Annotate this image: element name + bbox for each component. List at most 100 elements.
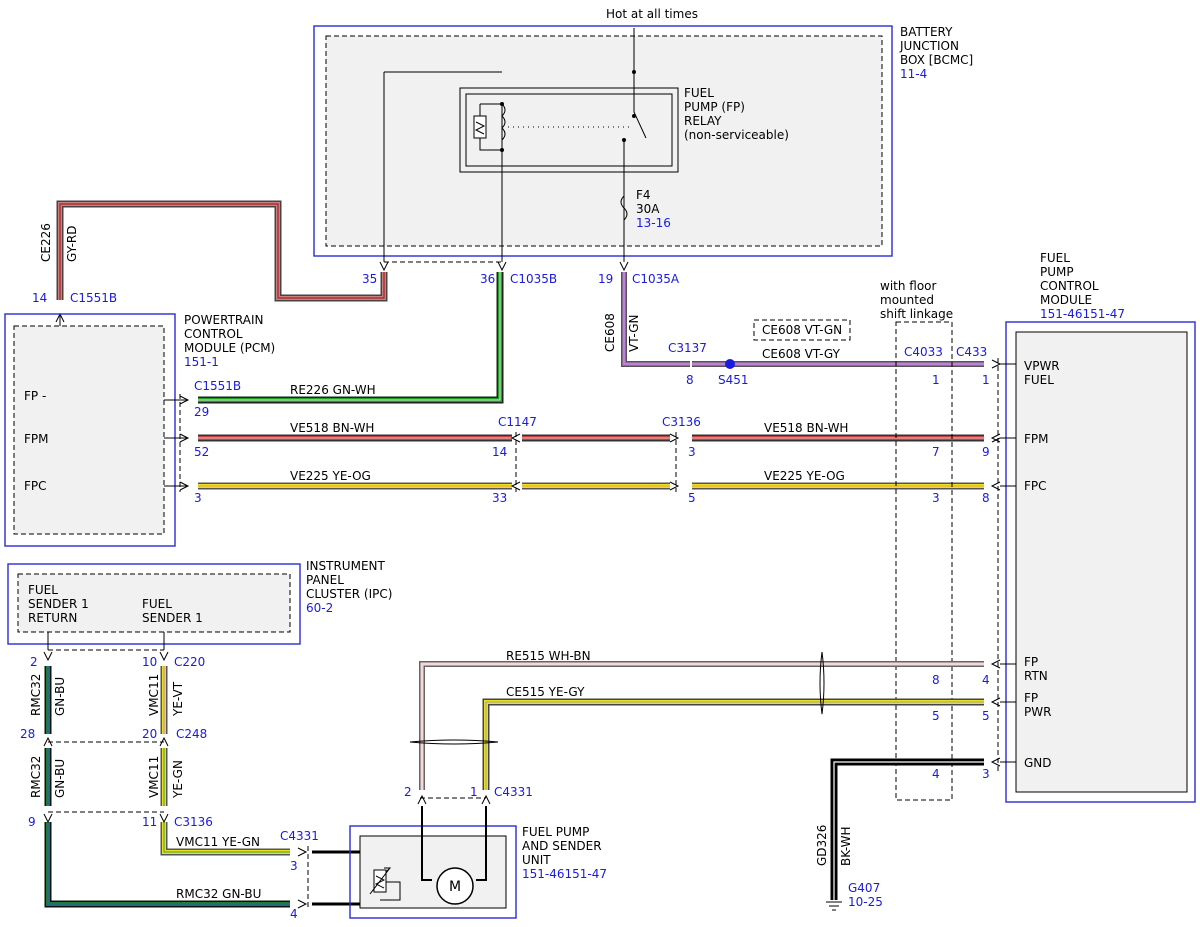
ipc-snd-1: FUEL — [142, 597, 172, 611]
wire-ce226 — [56, 200, 388, 302]
coil-feed-wires — [383, 71, 503, 262]
pin-29: 29 — [194, 405, 209, 419]
splice-s451: S451 — [718, 373, 749, 387]
ipc-snd-2: SENDER 1 — [142, 611, 203, 625]
wire-gnbu-b: GN-BU — [53, 759, 67, 798]
wire-bk-wh-label: BK-WH — [839, 826, 853, 866]
fpcm-pin-fprtn-1: FP — [1024, 655, 1038, 669]
pin-4-c4033: 4 — [932, 767, 940, 781]
ground-name: G407 — [848, 881, 880, 895]
c433-arrows — [990, 359, 1002, 767]
ipc-ret-3: RETURN — [28, 611, 77, 625]
pin-2-c220: 2 — [30, 655, 38, 669]
pin-9-c433: 9 — [982, 445, 990, 459]
wire-ce608-h-label: CE608 VT-GY — [762, 347, 841, 361]
pin-36: 36 — [480, 272, 495, 286]
pin-14-top: 14 — [32, 291, 47, 305]
fpcm-pin-vpwr-2: FUEL — [1024, 373, 1054, 387]
pin-33: 33 — [492, 491, 507, 505]
floor-linkage-box — [895, 321, 953, 801]
wire-vmc11-a: VMC11 — [147, 674, 161, 716]
fpcm-pin-gnd: GND — [1024, 756, 1052, 770]
relay-switch-icon — [622, 28, 647, 262]
pin-5-c4033: 5 — [932, 709, 940, 723]
bjb-dashed-border — [325, 35, 883, 247]
pcm-outline — [4, 313, 176, 547]
ipc-connector-arrows — [43, 651, 169, 824]
connector-c4331-left: C4331 — [280, 829, 319, 843]
pcm-pin-leads — [164, 399, 188, 487]
ground-icon — [826, 901, 842, 911]
fpcm-pin-fppwr-2: PWR — [1024, 705, 1051, 719]
pcm-title-1: POWERTRAIN — [184, 313, 264, 327]
bjb-title-3: BOX [BCMC] — [900, 53, 973, 67]
ipc-connector-dashes — [48, 649, 164, 813]
pin-3-c3136: 3 — [688, 445, 696, 459]
fpcm-fill — [1015, 331, 1188, 793]
pin-28: 28 — [20, 727, 35, 741]
pin-1-c4033: 1 — [932, 373, 940, 387]
ipc-title-2: PANEL — [306, 573, 344, 587]
fpcm-outline — [1005, 321, 1196, 803]
sender-title-3: UNIT — [522, 853, 551, 867]
relay-inner — [465, 93, 673, 167]
bjb-pin-arrows — [379, 261, 629, 272]
pcm-title-2: CONTROL — [184, 327, 243, 341]
pump-motor-icon: M — [436, 867, 474, 905]
pcm-dashed-border — [13, 325, 165, 535]
pcm-pin-fp-minus: FP - — [24, 389, 46, 403]
fpcm-pin-vpwr-1: VPWR — [1024, 359, 1060, 373]
pcm-top-arrow — [55, 312, 65, 326]
fpcm-pin-fpm: FPM — [1024, 432, 1049, 446]
splice-s451-dot — [725, 359, 735, 369]
pump-leads — [421, 806, 487, 881]
connector-c220: C220 — [174, 655, 205, 669]
fpcm-pin-fppwr-1: FP — [1024, 691, 1038, 705]
ground-ref: 10-25 — [848, 895, 883, 909]
bjb-title-2: JUNCTION — [899, 39, 959, 53]
connector-c3136-top: C3136 — [662, 415, 701, 429]
ipc-title-1: INSTRUMENT — [306, 559, 385, 573]
bjb-title-1: BATTERY — [900, 25, 953, 39]
wire-ve225-right-label: VE225 YE-OG — [764, 469, 845, 483]
wire-vmc11-h: VMC11 YE-GN — [176, 835, 260, 849]
bjb-outline — [313, 25, 893, 257]
pin-35: 35 — [362, 272, 377, 286]
pin-4-c4331: 4 — [290, 907, 298, 921]
fpcm-pin-leads — [1000, 363, 1016, 763]
connector-c1035a: C1035A — [632, 272, 680, 286]
c4331-right-arrows — [417, 794, 491, 805]
pin-19: 19 — [598, 272, 613, 286]
fuse-rating: 30A — [636, 202, 660, 216]
pin-52: 52 — [194, 445, 209, 459]
motor-label: M — [449, 879, 461, 895]
wire-vt-gn-vert-label: VT-GN — [627, 315, 641, 352]
wire-re515 — [419, 661, 984, 790]
wire-ce515 — [482, 698, 984, 790]
ipc-ref: 60-2 — [306, 601, 333, 615]
pin-3-c4331: 3 — [290, 859, 298, 873]
pin-5-c433: 5 — [982, 709, 990, 723]
wire-ve518-left-label: VE518 BN-WH — [290, 421, 374, 435]
pin-7-c4033: 7 — [932, 445, 940, 459]
connector-c1551b-top: C1551B — [70, 291, 117, 305]
pcm-pin-fpc: FPC — [24, 479, 47, 493]
variable-resistor-icon — [369, 867, 401, 901]
wire-ye-gn-b: YE-GN — [171, 760, 185, 799]
sender-title-1: FUEL PUMP — [522, 825, 589, 839]
wire-re226 — [198, 272, 504, 404]
pin-3-pcm: 3 — [194, 491, 202, 505]
pin-3-c433: 3 — [982, 767, 990, 781]
wire-gd326 — [830, 758, 984, 900]
ipc-outline — [7, 563, 301, 645]
sender-outline — [349, 825, 517, 919]
sender-ref: 151-46151-47 — [522, 867, 607, 881]
wire-vmc11 — [160, 666, 290, 856]
connector-c4331-right: C4331 — [494, 785, 533, 799]
pin-1-c433: 1 — [982, 373, 990, 387]
wire-re515-label: RE515 WH-BN — [506, 649, 591, 663]
connector-c4033: C4033 — [904, 345, 943, 359]
connector-c1551b-left: C1551B — [194, 379, 241, 393]
